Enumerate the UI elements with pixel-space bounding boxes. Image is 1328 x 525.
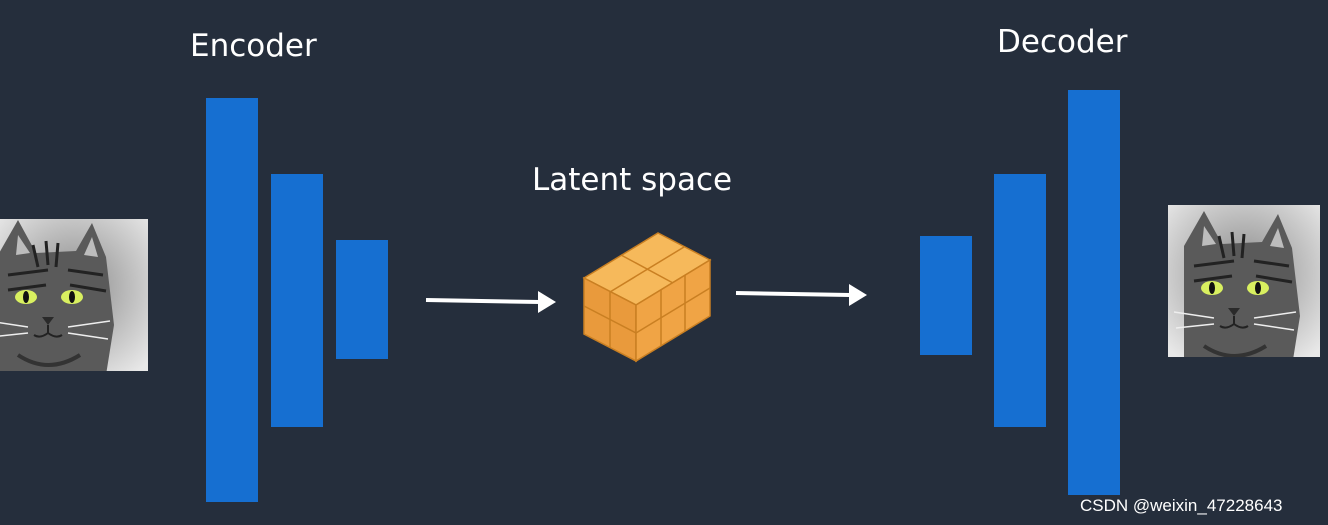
latent-cube-icon [582,232,712,363]
decoder-title: Decoder [997,24,1128,60]
encoder-title: Encoder [190,28,317,64]
latent-space-title: Latent space [532,162,733,198]
encoder-to-latent-arrow [425,291,556,313]
encoder-layer-2 [271,174,323,427]
input-cat-image [0,219,148,371]
output-cat-image [1168,205,1320,357]
latent-to-decoder-arrow [735,284,867,306]
decoder-layer-1 [920,236,972,355]
watermark: CSDN @weixin_47228643 [1080,496,1283,515]
decoder-layer-3 [1068,90,1120,495]
decoder-layer-2 [994,174,1046,427]
encoder-layer-1 [206,98,258,502]
encoder-layer-3 [336,240,388,359]
